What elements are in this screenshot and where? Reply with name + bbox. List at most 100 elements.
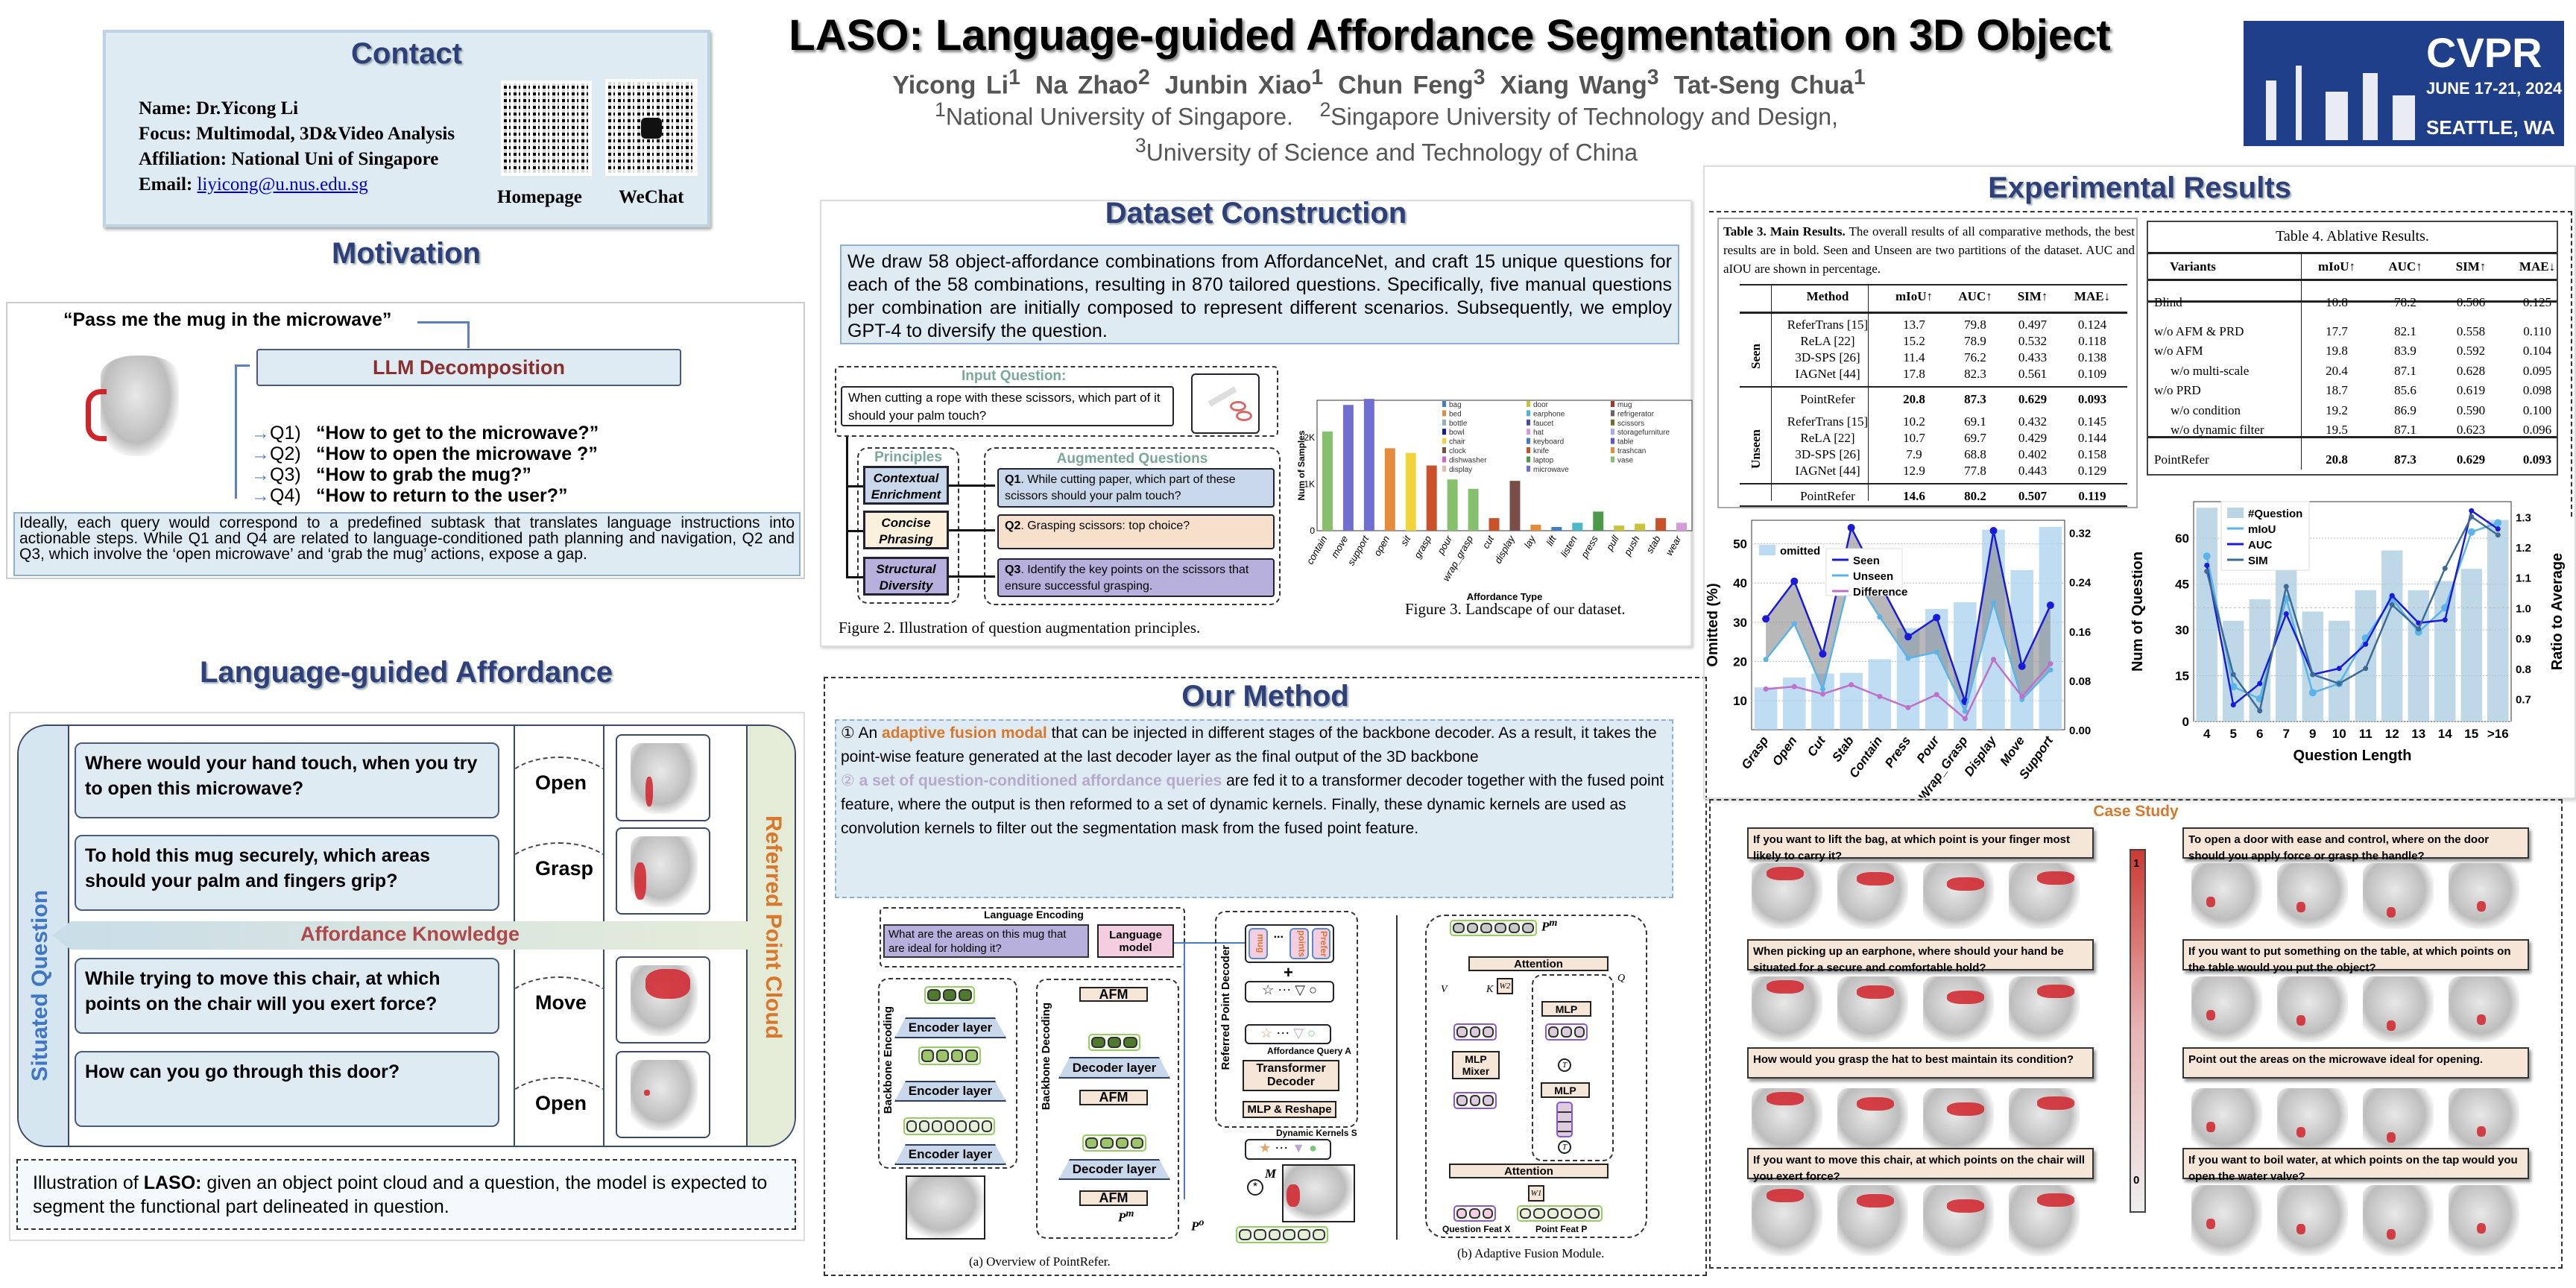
x-tick-label: support xyxy=(1345,533,1371,567)
legend-label: Unseen xyxy=(1853,570,1893,583)
y-right-tick-label: 0.32 xyxy=(2069,528,2091,540)
table4-header: MAE↓ xyxy=(2519,259,2556,274)
table3-cell: 12.9 xyxy=(1903,464,1925,478)
case-result-point-cloud xyxy=(1923,976,1994,1042)
point-SIM xyxy=(2204,569,2210,575)
logo-name: CVPR xyxy=(2426,29,2542,76)
y-tick-label: 0 xyxy=(2182,715,2189,729)
wechat-qr-code[interactable] xyxy=(605,79,698,176)
method-text: ① An adaptive fusion modal that can be i… xyxy=(841,722,1668,841)
y-tick-label: 10 xyxy=(1733,694,1747,708)
table-rule xyxy=(1740,386,2127,388)
bar-grasp xyxy=(1426,465,1437,531)
input-question-frame xyxy=(835,366,1278,437)
bar-cut xyxy=(1489,518,1500,531)
table4-cell: 0.592 xyxy=(2456,344,2486,358)
case-question: If you want to lift the bag, at which po… xyxy=(1747,827,2094,862)
case-result-point-cloud xyxy=(2191,1185,2262,1256)
decoder-layer-box: Decoder layer xyxy=(1058,1057,1170,1079)
table-vline xyxy=(1868,285,1869,501)
table3-header: AUC↑ xyxy=(1958,289,1992,303)
legend-swatch xyxy=(1527,429,1530,435)
object-point-cloud-image xyxy=(616,956,710,1044)
afm-box: AFM xyxy=(1079,1190,1148,1206)
bar-12 xyxy=(2381,550,2403,722)
y-right-tick-label: 1.1 xyxy=(2516,572,2531,585)
mlp-mixer-box: MLP Mixer xyxy=(1452,1051,1500,1079)
table4-caption: Table 4. Ablative Results. xyxy=(2276,228,2429,244)
x-tick-label: grasp xyxy=(1412,534,1433,561)
results-panel xyxy=(1703,165,2576,799)
legend-label: earphone xyxy=(1533,410,1565,418)
point-Unseen xyxy=(1991,600,1997,606)
point-Difference xyxy=(2019,693,2025,699)
line-AUC xyxy=(2206,509,2498,707)
mlp-tokens xyxy=(1545,1023,1588,1041)
table4-cell: w/o AFM xyxy=(2154,344,2203,358)
point-mIoU xyxy=(2308,689,2317,697)
backbone-decoding-label: Backbone Decoding xyxy=(1040,1003,1052,1111)
scissors-image xyxy=(1191,373,1260,434)
table3-cell: 77.8 xyxy=(1964,464,1986,478)
attention-box-top: Attention xyxy=(1468,956,1609,971)
line-mIoU xyxy=(2206,522,2498,701)
case-study-title: Case Study xyxy=(2093,803,2179,820)
email-link[interactable]: liyicong@u.nus.edu.sg xyxy=(197,174,368,195)
bar-sit xyxy=(1405,452,1416,531)
legend-swatch xyxy=(1527,438,1530,444)
v-label: V xyxy=(1441,984,1448,995)
table4-cell: w/o AFM & PRD xyxy=(2154,324,2244,338)
table3-cell: 0.129 xyxy=(2077,464,2107,478)
dashed-link xyxy=(503,842,615,902)
bar-Stab xyxy=(1840,672,1863,730)
point-mIoU xyxy=(2203,552,2211,561)
bar-pull xyxy=(1614,525,1625,531)
object-point-cloud-image xyxy=(616,827,710,915)
affordance-knowledge-arrow xyxy=(52,921,768,950)
case-question: If you want to boil water, at which poin… xyxy=(2182,1148,2529,1183)
dashed-link xyxy=(503,757,615,816)
decomposition-bracket xyxy=(235,364,250,499)
table3-cell: 17.8 xyxy=(1903,367,1925,381)
x-tick-label: cut xyxy=(1480,533,1496,551)
table4-cell: w/o dynamic filter xyxy=(2171,423,2264,437)
point-Seen xyxy=(1847,523,1855,531)
legend-swatch xyxy=(1442,447,1446,453)
token-prefer: Prefer xyxy=(1311,928,1330,959)
homepage-qr-code[interactable] xyxy=(501,80,592,176)
legend-label: mIoU xyxy=(2248,523,2276,536)
y-right-axis-label: Ratio to Average xyxy=(2549,553,2566,670)
table3-ours-cell: 0.507 xyxy=(2018,489,2048,503)
point-AUC xyxy=(2230,702,2236,708)
legend-label: bed xyxy=(1449,410,1462,418)
caption-afm: (b) Adaptive Fusion Module. xyxy=(1457,1246,1605,1260)
input-mug-point-cloud xyxy=(906,1175,985,1240)
table3-cell: 82.3 xyxy=(1964,367,1986,381)
case-result-point-cloud xyxy=(2363,1088,2434,1154)
mlp-vertical-tokens xyxy=(1556,1102,1573,1137)
author-name: Xiang Wang xyxy=(1500,71,1647,100)
mask-label: M xyxy=(1265,1167,1277,1181)
point-Seen xyxy=(1819,650,1827,658)
table3-cell: 69.7 xyxy=(1964,431,1986,445)
bar-6 xyxy=(2249,599,2270,722)
fig2-connector xyxy=(846,437,848,578)
bar-15 xyxy=(2460,569,2482,722)
logo-location: SEATTLE, WA xyxy=(2426,116,2555,139)
x-tick-label: lift xyxy=(1544,533,1559,548)
affordance-query-label: Affordance Query A xyxy=(1267,1046,1351,1056)
point-Seen xyxy=(1904,633,1912,641)
case-question: To open a door with ease and control, wh… xyxy=(2182,827,2529,862)
bar-4 xyxy=(2196,508,2217,722)
table3-cell: 0.158 xyxy=(2077,447,2107,461)
object-point-cloud-image xyxy=(616,734,710,821)
point-Seen xyxy=(1933,613,1941,622)
table3-header: SIM↑ xyxy=(2017,289,2048,303)
table3-cell: 10.7 xyxy=(1903,431,1925,445)
legend-label: mug xyxy=(1617,401,1632,409)
case-result-point-cloud xyxy=(2449,976,2519,1042)
point-AUC xyxy=(2469,508,2475,514)
pm-sup: m xyxy=(1549,917,1558,929)
x-tick-label: pull xyxy=(1603,533,1621,553)
bar-Grasp xyxy=(1754,687,1778,730)
